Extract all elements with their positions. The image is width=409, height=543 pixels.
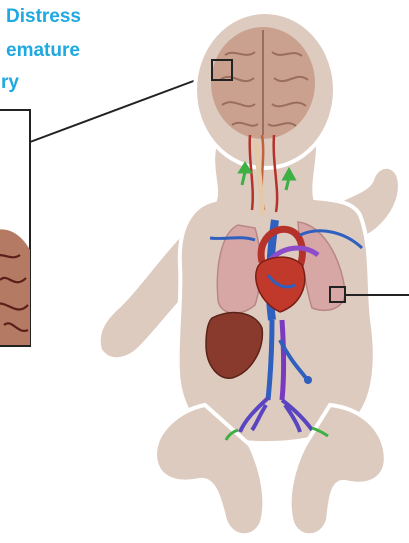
- title-line-injury: ry: [1, 72, 19, 94]
- umbilicus: [304, 376, 312, 384]
- title-line-distress: Distress: [6, 6, 81, 28]
- brain-icon: [211, 27, 315, 139]
- abdominal-aorta: [282, 320, 284, 400]
- magnified-inset: [0, 110, 30, 346]
- title-line-premature: emature: [6, 40, 80, 62]
- brain-leader-line: [30, 73, 215, 142]
